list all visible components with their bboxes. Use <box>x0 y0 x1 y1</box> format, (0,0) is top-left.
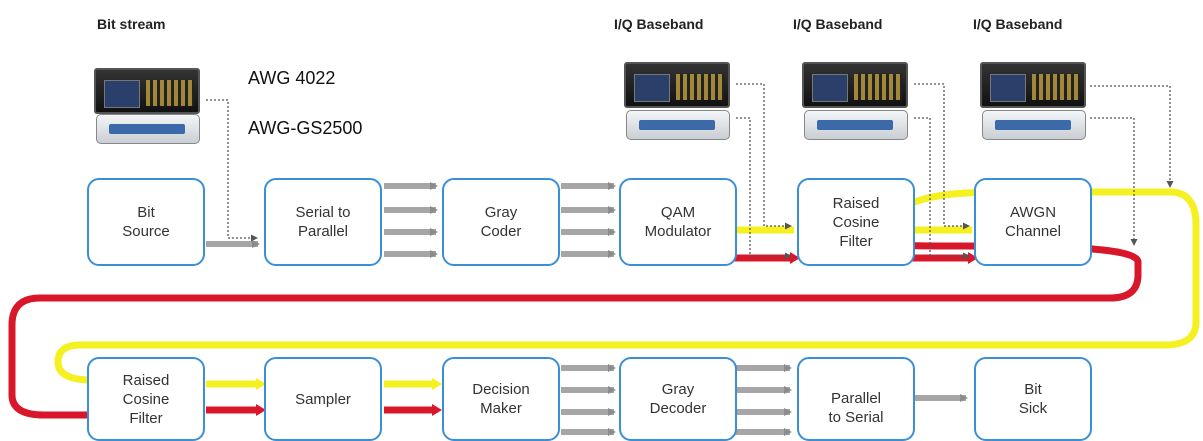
qam-modulator-block[interactable]: QAM Modulator <box>619 178 737 266</box>
awg-4022-instrument-icon <box>980 62 1086 108</box>
header-iq-baseband-1: I/Q Baseband <box>614 16 704 32</box>
arrowhead <box>790 252 800 264</box>
arrowhead <box>432 378 442 390</box>
serial-to-parallel-block[interactable]: Serial to Parallel <box>264 178 382 266</box>
decision-maker-block[interactable]: Decision Maker <box>442 357 560 441</box>
sampler-block[interactable]: Sampler <box>264 357 382 441</box>
raised-cosine-filter-rx-block[interactable]: Raised Cosine Filter <box>87 357 205 441</box>
bit-sink-block[interactable]: Bit Sick <box>974 357 1092 441</box>
awg-4022-label: AWG 4022 <box>248 68 336 88</box>
header-iq-baseband-2: I/Q Baseband <box>793 16 883 32</box>
parallel-to-serial-block[interactable]: Parallel to Serial <box>797 357 915 441</box>
awg-4022-instrument-icon <box>802 62 908 108</box>
awg-gs2500-instrument-icon <box>982 110 1086 140</box>
i-path-loop <box>54 188 1200 384</box>
header-iq-baseband-3: I/Q Baseband <box>973 16 1063 32</box>
awgn-channel-block[interactable]: AWGN Channel <box>974 178 1092 266</box>
gray-coder-block[interactable]: Gray Coder <box>442 178 560 266</box>
arrowhead <box>256 404 266 416</box>
awg-gs2500-instrument-icon <box>804 110 908 140</box>
instrument-links <box>206 83 1174 260</box>
bus-arrows <box>206 182 968 436</box>
awg-gs2500-label: AWG-GS2500 <box>248 118 363 138</box>
header-bit-stream: Bit stream <box>97 16 166 32</box>
awg-4022-instrument-icon <box>94 68 200 114</box>
awg-4022-instrument-icon <box>624 62 730 108</box>
arrowhead <box>256 378 266 390</box>
awg-gs2500-instrument-icon <box>626 110 730 140</box>
gray-decoder-block[interactable]: Gray Decoder <box>619 357 737 441</box>
arrowhead <box>432 404 442 416</box>
awg-gs2500-instrument-icon <box>96 114 200 144</box>
bit-source-block[interactable]: Bit Source <box>87 178 205 266</box>
raised-cosine-filter-tx-block[interactable]: Raised Cosine Filter <box>797 178 915 266</box>
arrowhead <box>968 252 978 264</box>
